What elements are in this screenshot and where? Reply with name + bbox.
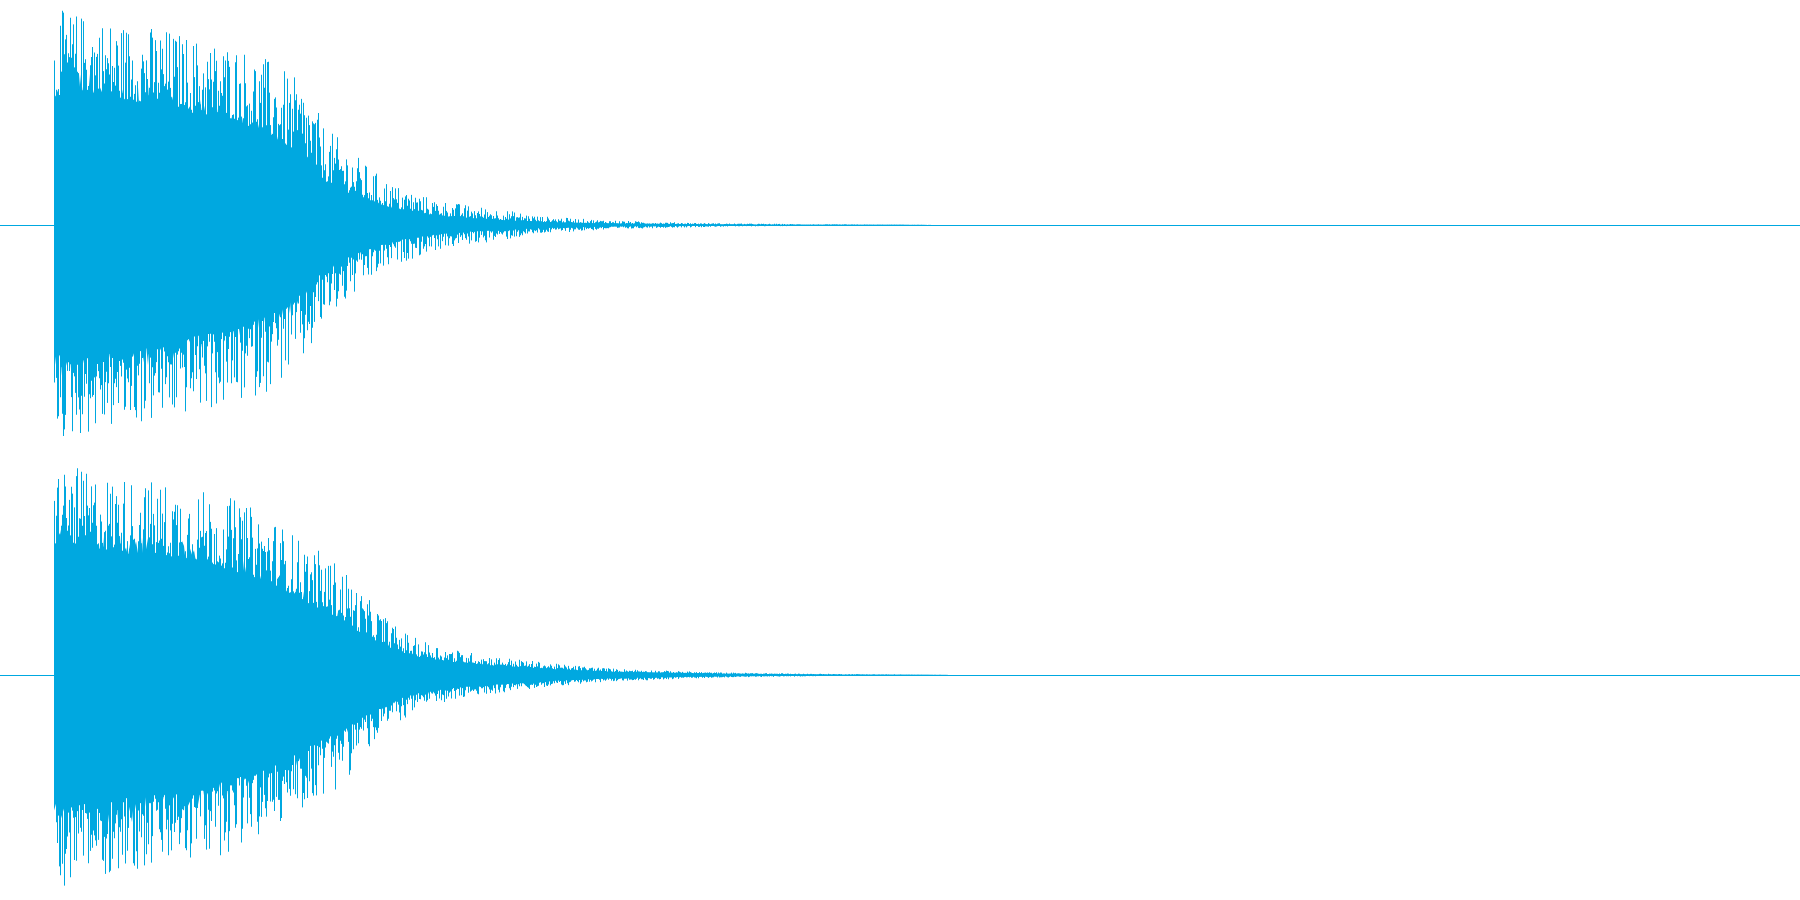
channel-2-waveform <box>0 468 1800 886</box>
channel-1-peaks <box>54 10 931 436</box>
channel-2-peaks <box>54 468 948 886</box>
channel-1-waveform <box>0 10 1800 436</box>
